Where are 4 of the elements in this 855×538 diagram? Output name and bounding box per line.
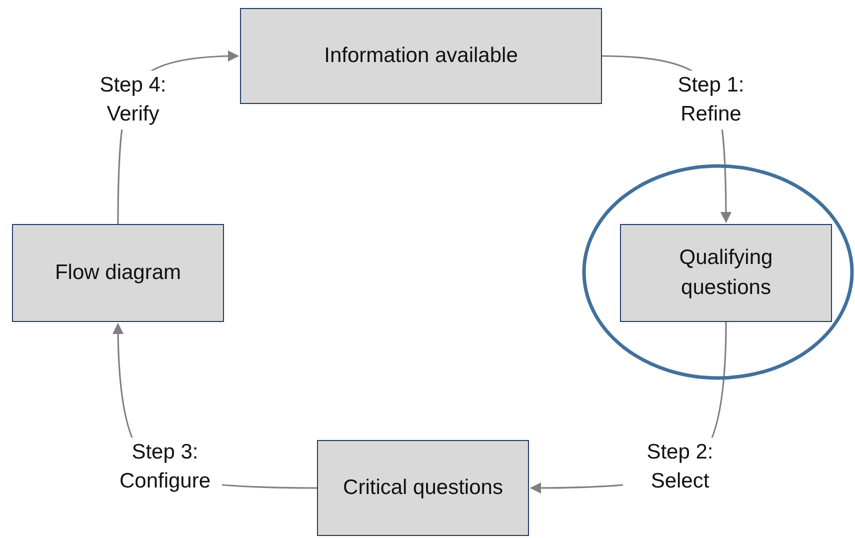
process-box: Qualifying questions (620, 224, 832, 322)
process-box: Information available (240, 8, 602, 104)
process-box: Flow diagram (12, 224, 224, 322)
process-box: Critical questions (317, 440, 529, 536)
